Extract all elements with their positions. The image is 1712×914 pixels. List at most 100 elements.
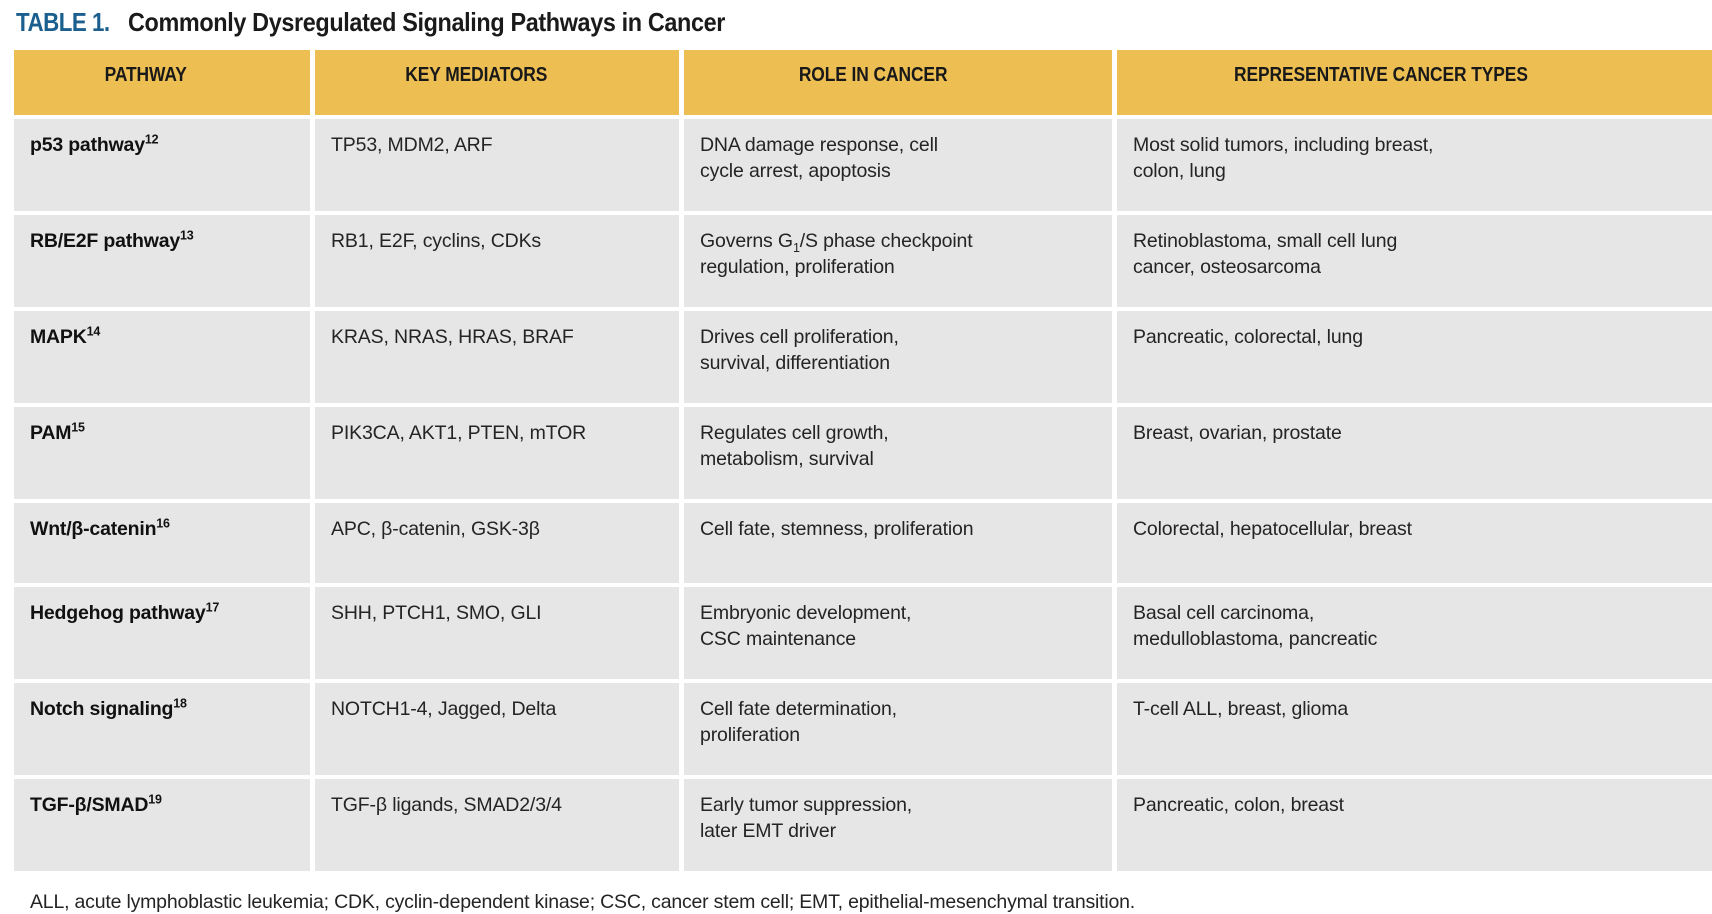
cell-role-in-cancer: Early tumor suppression, later EMT driver: [684, 779, 1112, 871]
cell-pathway: TGF-β/SMAD19: [14, 779, 310, 871]
key-mediators-text: TGF-β ligands, SMAD2/3/4: [331, 794, 562, 816]
cell-pathway: Notch signaling18: [14, 683, 310, 775]
cell-representative-cancer-types: Pancreatic, colon, breast: [1117, 779, 1712, 871]
table-row: PAM15 PIK3CA, AKT1, PTEN, mTOR Regulates c…: [14, 407, 1712, 499]
cell-key-mediators: KRAS, NRAS, HRAS, BRAF: [315, 311, 679, 403]
cell-key-mediators: APC, β-catenin, GSK-3β: [315, 503, 679, 583]
table-row: Wnt/β-catenin16 APC, β-catenin, GSK-3β Cel…: [14, 503, 1712, 583]
pathway-name: Wnt/β-catenin: [30, 518, 157, 540]
cancer-types-line-2: colon, lung: [1133, 159, 1226, 182]
pathway-reference-marker: 18: [173, 696, 187, 711]
cell-role-in-cancer: Embryonic development, CSC maintenance: [684, 587, 1112, 679]
column-header-key-mediators-label: KEY MEDIATORS: [405, 64, 548, 86]
table-number-label: TABLE 1.: [16, 6, 110, 37]
table-figure: TABLE 1. Commonly Dysregulated Signaling…: [9, 0, 1712, 913]
key-mediators-text: KRAS, NRAS, HRAS, BRAF: [331, 326, 574, 348]
role-line-2: later EMT driver: [700, 819, 836, 842]
role-line-1: Early tumor suppression,: [700, 794, 913, 816]
table-row: p53 pathway12 TP53, MDM2, ARF DNA damage r…: [14, 119, 1712, 211]
cell-representative-cancer-types: Pancreatic, colorectal, lung: [1117, 311, 1712, 403]
cell-role-in-cancer: Drives cell proliferation,survival, diff…: [684, 311, 1112, 403]
role-line-2: proliferation: [700, 723, 800, 746]
cell-key-mediators: PIK3CA, AKT1, PTEN, mTOR: [315, 407, 679, 499]
table-row: TGF-β/SMAD19 TGF-β ligands, SMAD2/3/4 Earl…: [14, 779, 1712, 871]
cancer-types-line-1: Basal cell carcinoma,: [1133, 602, 1315, 624]
page-title: Commonly Dysregulated Signaling Pathways…: [127, 6, 725, 37]
cell-role-in-cancer: Cell fate, stemness, proliferation: [684, 503, 1112, 583]
key-mediators-text: PIK3CA, AKT1, PTEN, mTOR: [331, 422, 587, 444]
pathway-name: Hedgehog pathway: [30, 602, 206, 624]
key-mediators-text: NOTCH1-4, Jagged, Delta: [331, 698, 557, 720]
cell-key-mediators: TP53, MDM2, ARF: [315, 119, 679, 211]
cell-representative-cancer-types: Retinoblastoma, small cell lung cancer, o…: [1117, 215, 1712, 307]
key-mediators-text: APC, β-catenin, GSK-3β: [331, 518, 540, 540]
pathway-name: RB/E2F pathway: [30, 230, 180, 252]
cell-role-in-cancer: Cell fate determination, proliferation: [684, 683, 1112, 775]
role-line-1: Embryonic development,: [700, 602, 912, 624]
pathway-name: Notch signaling: [30, 698, 174, 720]
table-row: Notch signaling18 NOTCH1-4, Jagged, Delta…: [14, 683, 1712, 775]
pathway-name: PAM: [30, 422, 72, 444]
cancer-types-line-1: T-cell ALL, breast, glioma: [1133, 698, 1349, 720]
table-header-row: PATHWAY KEY MEDIATORS ROLE IN CANCER REP…: [14, 50, 1712, 115]
column-header-representative-cancer-types: REPRESENTATIVE CANCER TYPES: [1117, 50, 1712, 115]
cancer-types-line-1: Pancreatic, colorectal, lung: [1133, 326, 1363, 348]
pathway-name: TGF-β/SMAD: [30, 794, 149, 816]
table-row: RB/E2F pathway13 RB1, E2F, cyclins, CDKs G…: [14, 215, 1712, 307]
pathway-reference-marker: 15: [71, 420, 85, 435]
table-row: MAPK14 KRAS, NRAS, HRAS, BRAF Drives cell …: [14, 311, 1712, 403]
role-line-2: metabolism, survival: [700, 447, 874, 470]
column-header-role-in-cancer: ROLE IN CANCER: [684, 50, 1112, 115]
key-mediators-text: SHH, PTCH1, SMO, GLI: [331, 602, 542, 624]
cancer-types-line-1: Retinoblastoma, small cell lung: [1133, 230, 1398, 252]
cell-key-mediators: NOTCH1-4, Jagged, Delta: [315, 683, 679, 775]
cell-key-mediators: RB1, E2F, cyclins, CDKs: [315, 215, 679, 307]
role-line-2: CSC maintenance: [700, 627, 856, 650]
key-mediators-text: RB1, E2F, cyclins, CDKs: [331, 230, 542, 252]
cell-representative-cancer-types: Basal cell carcinoma, medulloblastoma, pa…: [1117, 587, 1712, 679]
column-header-pathway: PATHWAY: [14, 50, 310, 115]
role-line-2: survival, differentiation: [700, 351, 890, 374]
column-header-key-mediators: KEY MEDIATORS: [315, 50, 679, 115]
pathway-reference-marker: 16: [156, 516, 170, 531]
pathway-reference-marker: 12: [144, 132, 159, 147]
pathway-name: p53 pathway: [30, 134, 145, 156]
cancer-types-line-2: cancer, osteosarcoma: [1133, 255, 1321, 278]
cell-pathway: p53 pathway12: [14, 119, 310, 211]
cell-representative-cancer-types: Colorectal, hepatocellular, breast: [1117, 503, 1712, 583]
pathway-name: MAPK: [30, 326, 87, 348]
role-line-1-cont: /S phase checkpoint: [799, 230, 973, 252]
role-line-1: Cell fate determination,: [700, 698, 897, 720]
table-body: p53 pathway12 TP53, MDM2, ARF DNA damage r…: [14, 119, 1712, 871]
role-line-1: Cell fate, stemness, proliferation: [700, 518, 974, 540]
pathway-reference-marker: 13: [179, 228, 194, 243]
role-line-1: DNA damage response, cell: [700, 134, 938, 156]
table-footnote: ALL, acute lymphoblastic leukemia; CDK, …: [30, 891, 1136, 913]
key-mediators-text: TP53, MDM2, ARF: [331, 134, 493, 156]
cell-pathway: RB/E2F pathway13: [14, 215, 310, 307]
cell-representative-cancer-types: Breast, ovarian, prostate: [1117, 407, 1712, 499]
cell-pathway: MAPK14: [14, 311, 310, 403]
column-header-role-in-cancer-label: ROLE IN CANCER: [798, 64, 948, 86]
role-line-2: regulation, proliferation: [700, 255, 895, 278]
role-subscript: 1: [792, 240, 800, 255]
cell-role-in-cancer: Regulates cell growth, metabolism, surviv…: [684, 407, 1112, 499]
pathway-reference-marker: 19: [148, 792, 162, 807]
pathways-table: PATHWAY KEY MEDIATORS ROLE IN CANCER REP…: [9, 46, 1712, 875]
cancer-types-line-1: Breast, ovarian, prostate: [1133, 422, 1342, 444]
table-row: Hedgehog pathway17 SHH, PTCH1, SMO, GLI Em…: [14, 587, 1712, 679]
role-line-1: Regulates cell growth,: [700, 422, 889, 444]
cancer-types-line-1: Pancreatic, colon, breast: [1133, 794, 1344, 816]
column-header-pathway-label: PATHWAY: [104, 64, 187, 86]
cancer-types-line-2: medulloblastoma, pancreatic: [1133, 627, 1378, 650]
cell-representative-cancer-types: T-cell ALL, breast, glioma: [1117, 683, 1712, 775]
cancer-types-line-1: Colorectal, hepatocellular, breast: [1133, 518, 1412, 540]
pathway-reference-marker: 14: [86, 324, 101, 339]
cell-pathway: PAM15: [14, 407, 310, 499]
cell-key-mediators: TGF-β ligands, SMAD2/3/4: [315, 779, 679, 871]
cell-pathway: Hedgehog pathway17: [14, 587, 310, 679]
figure-title: TABLE 1. Commonly Dysregulated Signaling…: [14, 0, 1698, 44]
cancer-types-line-1: Most solid tumors, including breast,: [1133, 134, 1434, 156]
